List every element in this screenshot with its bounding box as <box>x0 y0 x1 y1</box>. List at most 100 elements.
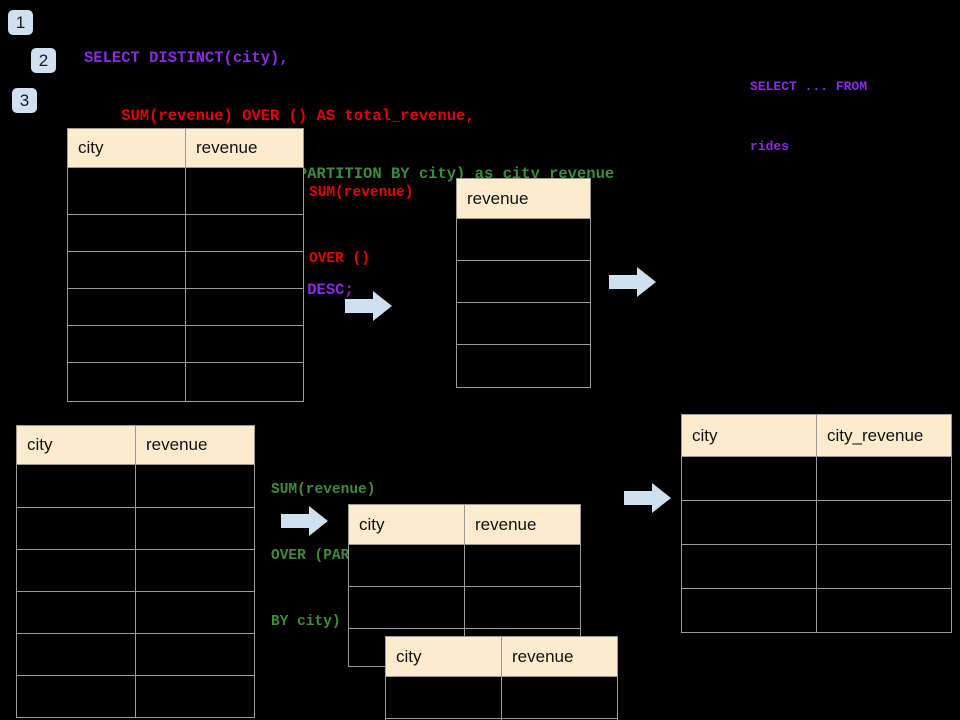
step-badge-1: 1 <box>8 10 33 35</box>
step-badge-2: 2 <box>31 48 56 73</box>
arrow-partition-to-result <box>624 481 672 520</box>
table-cell <box>456 344 591 388</box>
table-cell <box>681 544 817 589</box>
table-row <box>67 362 304 402</box>
table-row <box>456 344 591 388</box>
table-cell <box>385 676 502 719</box>
table-cell <box>67 325 186 363</box>
table-row <box>348 586 581 629</box>
table-header-row: city revenue <box>16 425 255 465</box>
column-header-city-revenue: city_revenue <box>816 414 952 457</box>
table-row <box>385 718 618 720</box>
table-source-top: city revenue <box>67 128 304 402</box>
table-row <box>456 260 591 303</box>
arrow-total-to-result-top <box>609 265 657 304</box>
table-cell <box>16 675 136 718</box>
table-cell <box>816 588 952 633</box>
table-cell <box>456 218 591 261</box>
table-total-revenue: revenue <box>456 178 591 388</box>
table-cell <box>16 464 136 508</box>
arrow-source-to-partition <box>281 504 329 543</box>
table-row <box>681 500 952 545</box>
table-row <box>348 544 581 587</box>
annotation-sum-over-partition-line3: BY city) <box>271 614 341 630</box>
column-header-revenue: revenue <box>456 178 591 219</box>
column-header-revenue: revenue <box>135 425 255 465</box>
column-header-city: city <box>385 636 502 677</box>
table-row <box>67 167 304 215</box>
table-row <box>456 218 591 261</box>
table-cell <box>67 167 186 215</box>
annotation-select-from: SELECT ... FROM rides <box>750 37 867 197</box>
column-header-city: city <box>16 425 136 465</box>
table-header-row: city city_revenue <box>681 414 952 457</box>
table-row <box>681 588 952 633</box>
table-cell <box>816 500 952 545</box>
table-cell <box>348 544 465 587</box>
column-header-city: city <box>67 128 186 168</box>
table-cell <box>185 288 304 326</box>
table-cell <box>456 260 591 303</box>
table-cell <box>681 588 817 633</box>
table-cell <box>185 362 304 402</box>
table-cell <box>185 167 304 215</box>
table-cell <box>135 507 255 550</box>
table-cell <box>348 586 465 629</box>
step-badge-3: 3 <box>12 88 37 113</box>
column-header-city: city <box>681 414 817 457</box>
table-cell <box>185 251 304 289</box>
table-row <box>67 325 304 363</box>
annotation-sum-over-all: SUM(revenue) OVER () <box>309 138 413 314</box>
table-row <box>681 544 952 589</box>
table-row <box>456 302 591 345</box>
table-cell <box>16 633 136 676</box>
table-cell <box>501 718 618 720</box>
table-result: city city_revenue <box>681 414 952 633</box>
column-header-revenue: revenue <box>501 636 618 677</box>
arrow-source-to-total <box>345 289 393 328</box>
table-cell <box>16 507 136 550</box>
table-cell <box>67 288 186 326</box>
table-cell <box>464 586 581 629</box>
table-header-row: city revenue <box>385 636 618 677</box>
table-cell <box>67 214 186 252</box>
table-cell <box>501 676 618 719</box>
annotation-sum-over-all-line2: OVER () <box>309 251 370 267</box>
table-partition-b: city revenue <box>385 636 618 720</box>
table-header-row: city revenue <box>67 128 304 168</box>
table-cell <box>456 302 591 345</box>
annotation-sum-over-all-line1: SUM(revenue) <box>309 185 414 201</box>
table-row <box>67 214 304 252</box>
sql-line-1: SELECT DISTINCT(city), <box>84 49 289 67</box>
table-cell <box>16 591 136 634</box>
annotation-select-from-line2: rides <box>750 139 790 154</box>
table-cell <box>135 675 255 718</box>
annotation-sum-over-partition-line1: SUM(revenue) <box>271 482 376 498</box>
table-cell <box>135 591 255 634</box>
table-cell <box>816 544 952 589</box>
table-row <box>16 507 255 550</box>
column-header-revenue: revenue <box>185 128 304 168</box>
table-cell <box>681 500 817 545</box>
table-row <box>16 675 255 718</box>
table-cell <box>135 464 255 508</box>
column-header-city: city <box>348 504 465 545</box>
table-cell <box>135 549 255 592</box>
table-row <box>385 676 618 719</box>
table-header-row: city revenue <box>348 504 581 545</box>
table-cell <box>67 362 186 402</box>
table-cell <box>67 251 186 289</box>
column-header-revenue: revenue <box>464 504 581 545</box>
table-row <box>16 633 255 676</box>
table-row <box>16 591 255 634</box>
table-cell <box>464 544 581 587</box>
table-row <box>16 549 255 592</box>
table-row <box>681 456 952 501</box>
table-source-bottom: city revenue <box>16 425 255 718</box>
table-cell <box>135 633 255 676</box>
table-header-row: revenue <box>456 178 591 219</box>
table-cell <box>16 549 136 592</box>
table-row <box>16 464 255 508</box>
sql-line-2: SUM(revenue) OVER () AS total_revenue, <box>84 107 475 125</box>
